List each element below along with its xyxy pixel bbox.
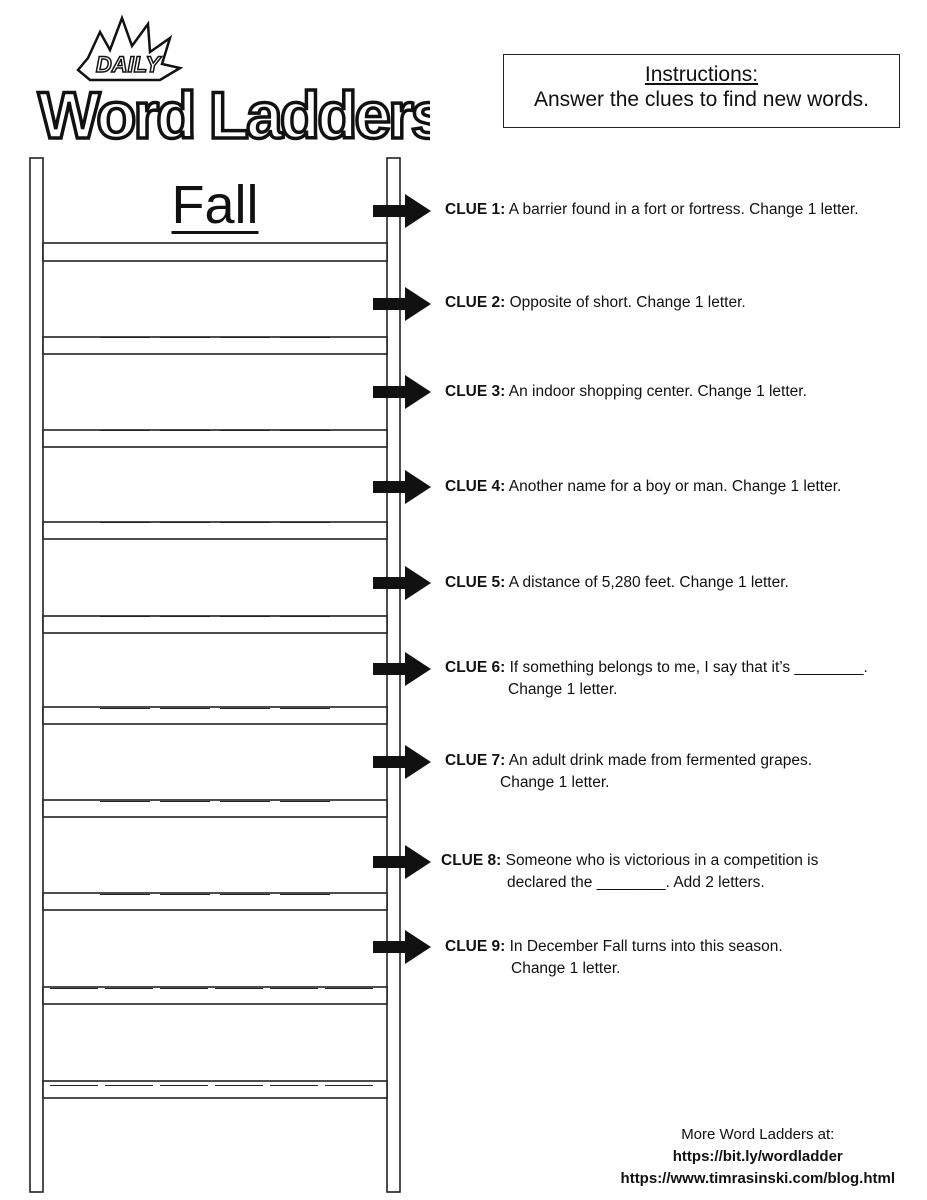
answer-blanks-5[interactable] (100, 693, 340, 714)
instructions-box: Instructions: Answer the clues to find n… (503, 54, 900, 128)
ladder-rung (42, 242, 388, 262)
answer-blanks-1[interactable] (100, 322, 340, 343)
clue-text-continued: declared the ________. Add 2 letters. (507, 874, 765, 891)
logo-main-text: Word Ladders (38, 78, 430, 150)
arrow-right-icon (373, 287, 431, 321)
clue-text: If something belongs to me, I say that i… (505, 659, 868, 676)
clue-label: CLUE 4: (445, 478, 506, 495)
arrow-right-icon (373, 566, 431, 600)
arrow-right-icon (373, 930, 431, 964)
clue-text: Someone who is victorious in a competiti… (501, 852, 819, 869)
logo-daily-text: DAILY (96, 52, 163, 77)
arrow-right-icon (373, 375, 431, 409)
answer-blanks-9[interactable] (50, 1070, 380, 1091)
clue-label: CLUE 5: (445, 574, 506, 591)
answer-blanks-8[interactable] (50, 973, 380, 994)
ladder-rung (42, 986, 388, 1005)
clue-label: CLUE 9: (445, 938, 506, 955)
ladder-rung (42, 521, 388, 540)
ladder-rung (42, 615, 388, 634)
clue-text: Opposite of short. Change 1 letter. (505, 294, 746, 311)
clue-text: A barrier found in a fort or fortress. C… (505, 201, 859, 218)
ladder-rung (42, 429, 388, 448)
clue-text: An adult drink made from fermented grape… (505, 752, 813, 769)
answer-blanks-6[interactable] (100, 786, 340, 807)
arrow-right-icon (373, 652, 431, 686)
arrow-right-icon (373, 845, 431, 879)
answer-blanks-2[interactable] (100, 415, 340, 436)
footer-link-blog[interactable]: https://www.timrasinski.com/blog.html (620, 1170, 895, 1187)
instructions-body: Answer the clues to find new words. (534, 88, 869, 111)
clue-4: CLUE 4: Another name for a boy or man. C… (445, 476, 841, 498)
instructions-title: Instructions: (644, 63, 759, 86)
clue-text: A distance of 5,280 feet. Change 1 lette… (505, 574, 789, 591)
clue-5: CLUE 5: A distance of 5,280 feet. Change… (445, 572, 789, 594)
clue-text: An indoor shopping center. Change 1 lett… (505, 383, 807, 400)
ladder-rung (42, 799, 388, 818)
arrow-right-icon (373, 470, 431, 504)
clue-label: CLUE 1: (445, 201, 506, 218)
answer-blanks-3[interactable] (100, 507, 340, 528)
clue-text-continued: Change 1 letter. (500, 774, 610, 791)
footer-more-text: More Word Ladders at: (681, 1126, 835, 1143)
arrow-right-icon (373, 194, 431, 228)
clue-3: CLUE 3: An indoor shopping center. Chang… (445, 381, 807, 403)
clue-label: CLUE 7: (445, 752, 506, 769)
clue-text-continued: Change 1 letter. (511, 960, 621, 977)
answer-blanks-7[interactable] (100, 879, 340, 900)
clue-1: CLUE 1: A barrier found in a fort or for… (445, 199, 859, 221)
start-word: Fall (171, 175, 259, 235)
ladder-rung (42, 892, 388, 911)
clue-2: CLUE 2: Opposite of short. Change 1 lett… (445, 292, 746, 314)
answer-blanks-4[interactable] (100, 601, 340, 622)
ladder-rung (42, 336, 388, 355)
arrow-right-icon (373, 745, 431, 779)
ladder-left-rail (29, 157, 44, 1193)
clue-6: CLUE 6: If something belongs to me, I sa… (445, 657, 868, 701)
clue-9: CLUE 9: In December Fall turns into this… (445, 936, 783, 980)
clue-text: In December Fall turns into this season. (505, 938, 783, 955)
clue-label: CLUE 2: (445, 294, 506, 311)
word-ladders-logo: DAILY Word Ladders (36, 14, 430, 150)
footer: More Word Ladders at: https://bit.ly/wor… (621, 1124, 895, 1190)
clue-label: CLUE 8: (441, 852, 502, 869)
clue-7: CLUE 7: An adult drink made from ferment… (445, 750, 812, 794)
clue-label: CLUE 3: (445, 383, 506, 400)
footer-link-bitly[interactable]: https://bit.ly/wordladder (672, 1148, 843, 1165)
starburst-icon (76, 14, 184, 82)
clue-8: CLUE 8: Someone who is victorious in a c… (441, 850, 818, 894)
ladder-rung (42, 706, 388, 725)
clue-text: Another name for a boy or man. Change 1 … (505, 478, 842, 495)
clue-text-continued: Change 1 letter. (508, 681, 618, 698)
clue-label: CLUE 6: (445, 659, 506, 676)
